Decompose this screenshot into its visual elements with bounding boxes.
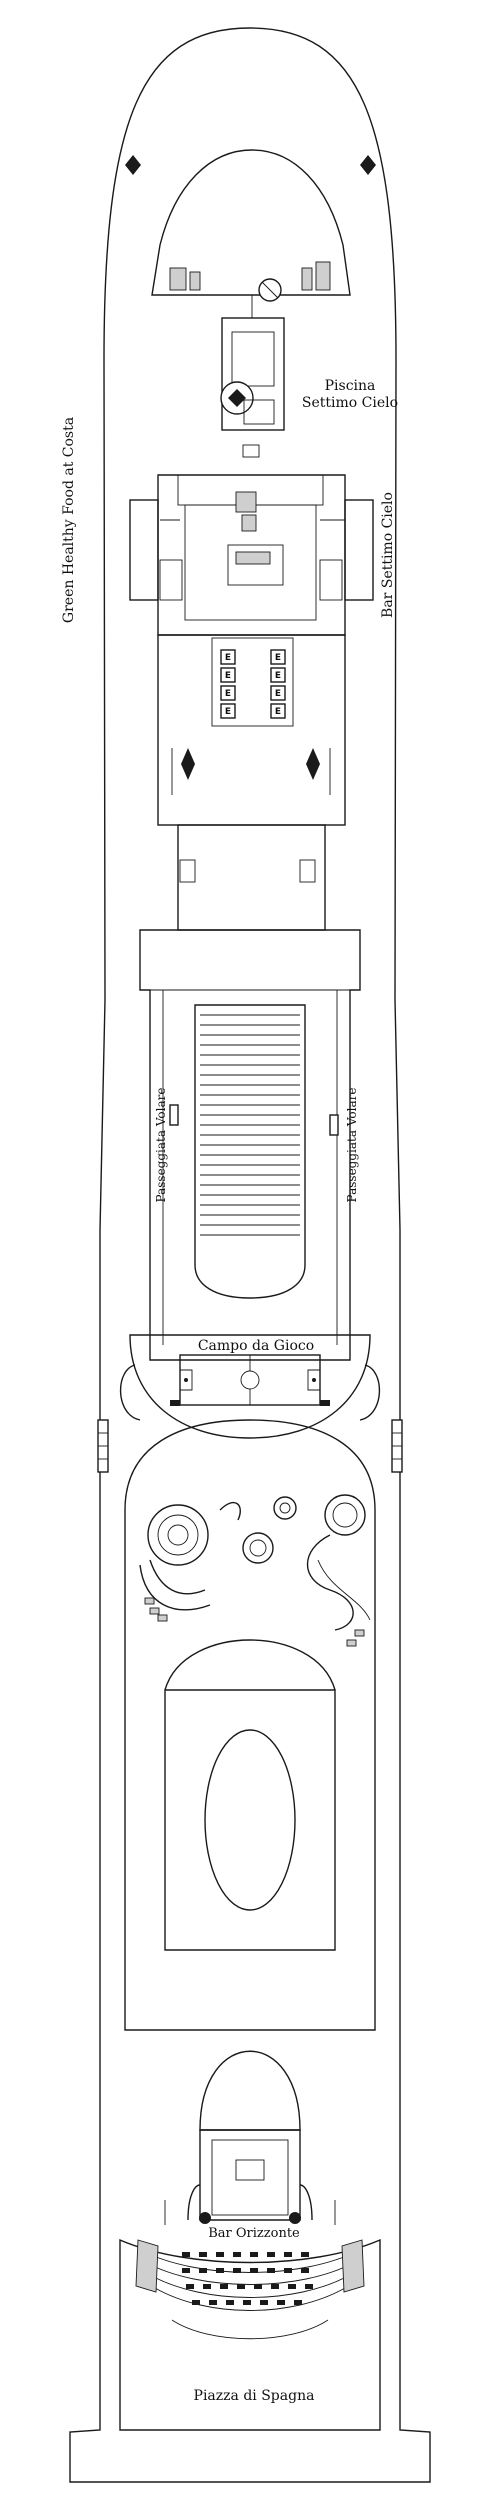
label-green-healthy-food: Green Healthy Food at Costa [61, 417, 77, 623]
slide-center-small [242, 1532, 274, 1564]
svg-text:E: E [225, 671, 231, 681]
seat-block [267, 2268, 275, 2273]
seat-block [271, 2284, 279, 2289]
svg-text:E: E [225, 707, 231, 717]
label-bar-settimo-cielo: Bar Settimo Cielo [380, 492, 396, 618]
piscina-settimo-cielo-area [220, 317, 285, 458]
elevator-box: E [270, 703, 286, 719]
seat-block [186, 2284, 194, 2289]
aqua-park [124, 1419, 376, 2031]
passeggiata-volare-deck [139, 929, 361, 1361]
seat-block [199, 2268, 207, 2273]
seat-block [182, 2252, 190, 2257]
svg-text:E: E [275, 707, 281, 717]
seat-block [243, 2300, 251, 2305]
elevator-box: E [270, 685, 286, 701]
elevator-lobby [157, 634, 346, 826]
seat-block [250, 2252, 258, 2257]
seat-block [192, 2300, 200, 2305]
label-passeggiata-volare-right: Passeggiata Volare [345, 1088, 359, 1203]
piazza-di-spagna [119, 2238, 381, 2431]
slide-center-top [273, 1496, 297, 1520]
seat-block [305, 2284, 313, 2289]
passeggiata-right-marker [329, 1114, 339, 1136]
seat-block [203, 2284, 211, 2289]
elevator-box: E [220, 667, 236, 683]
seat-block [284, 2268, 292, 2273]
elevator-box: E [220, 703, 236, 719]
label-piazza-di-spagna: Piazza di Spagna [194, 2388, 315, 2404]
seat-block [216, 2268, 224, 2273]
passeggiata-steps [200, 1014, 300, 1236]
seat-block [254, 2284, 262, 2289]
bow-lookout-left-icon [125, 155, 141, 175]
svg-text:E: E [275, 671, 281, 681]
seat-block [220, 2284, 228, 2289]
restaurant-block [129, 474, 374, 636]
seat-block [237, 2284, 245, 2289]
seat-block [288, 2284, 296, 2289]
orizzonte-seating-right-icon [289, 2212, 301, 2224]
seat-block [260, 2300, 268, 2305]
lobby-lookout-left-icon [181, 748, 195, 780]
seat-block [301, 2252, 309, 2257]
hull-outline [69, 27, 431, 2483]
seat-block [250, 2268, 258, 2273]
orizzonte-seating-left-icon [199, 2212, 211, 2224]
lobby-lookout-right-icon [306, 748, 320, 780]
elevator-box: E [220, 685, 236, 701]
label-campo-da-gioco: Campo da Gioco [198, 1338, 314, 1354]
aft-dome [164, 2050, 336, 2225]
seat-block [267, 2252, 275, 2257]
piazza-seats [182, 2252, 313, 2305]
label-piscina-line2: Settimo Cielo [302, 395, 398, 411]
svg-text:E: E [275, 653, 281, 663]
label-bar-orizzonte: Bar Orizzonte [208, 2226, 300, 2241]
seat-block [294, 2300, 302, 2305]
seat-block [277, 2300, 285, 2305]
elevator-box: E [270, 667, 286, 683]
seat-block [301, 2268, 309, 2273]
bow-lookout-right-icon [360, 155, 376, 175]
bow-dome [125, 149, 376, 318]
slide-right-large [324, 1494, 366, 1536]
seat-block [284, 2252, 292, 2257]
seat-block [233, 2252, 241, 2257]
seat-block [216, 2252, 224, 2257]
svg-text:E: E [225, 689, 231, 699]
elevator-box: E [220, 649, 236, 665]
campo-da-gioco-court [119, 1334, 381, 1439]
label-piscina-line1: Piscina [325, 378, 376, 394]
label-passeggiata-volare-left: Passeggiata Volare [154, 1088, 168, 1203]
seat-block [182, 2268, 190, 2273]
passeggiata-left-marker [169, 1104, 179, 1126]
seat-block [209, 2300, 217, 2305]
central-pool [204, 1729, 296, 1911]
side-markers [97, 1419, 403, 1473]
svg-text:E: E [275, 689, 281, 699]
svg-text:E: E [225, 653, 231, 663]
elevator-box: E [270, 649, 286, 665]
slide-left-large [147, 1504, 209, 1566]
seat-block [226, 2300, 234, 2305]
seat-block [199, 2252, 207, 2257]
aft-passage [177, 824, 326, 931]
seat-block [233, 2268, 241, 2273]
